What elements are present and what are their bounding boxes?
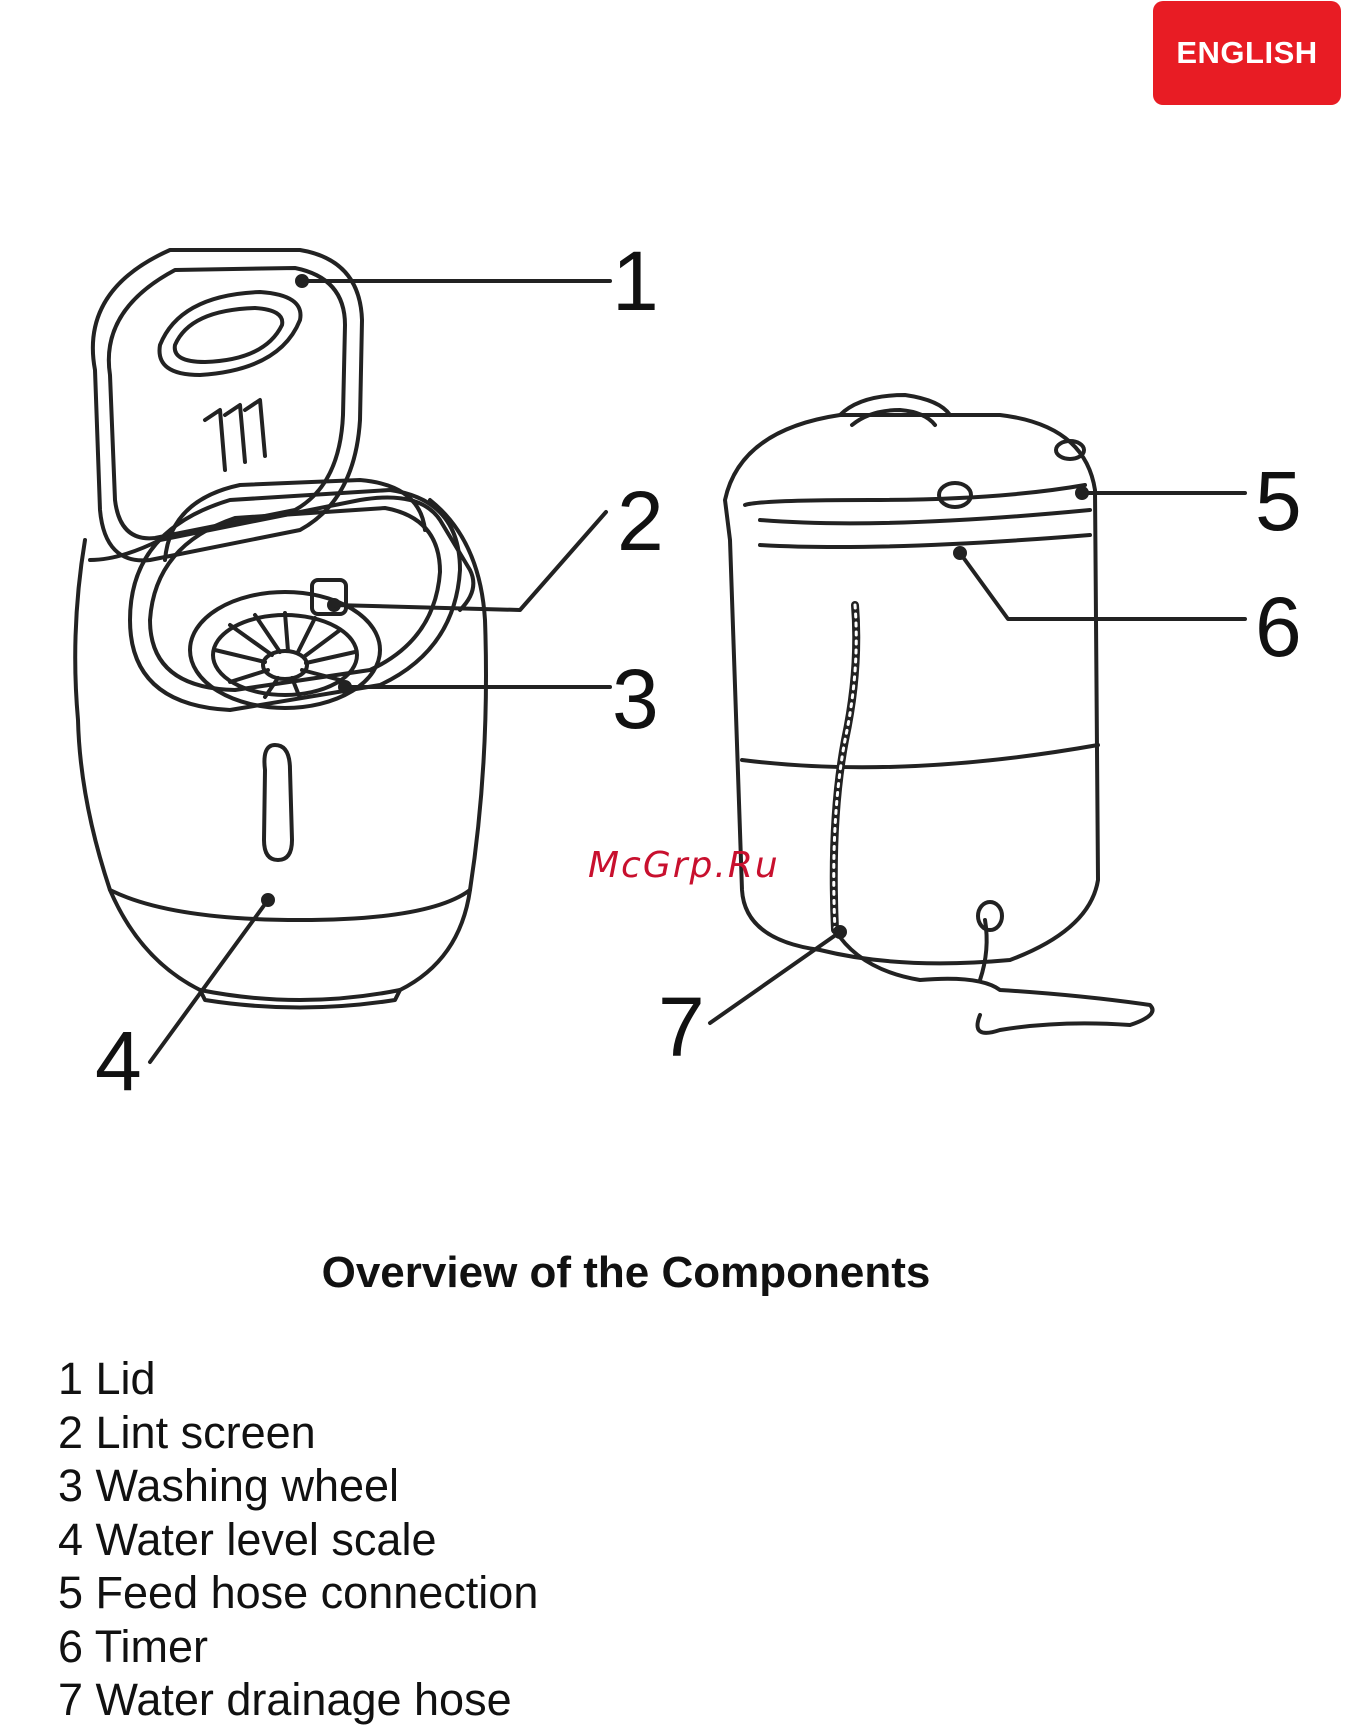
callout-7: 7: [658, 980, 705, 1074]
legend-item: 7 Water drainage hose: [58, 1673, 538, 1727]
legend-item: 4 Water level scale: [58, 1513, 538, 1567]
legend-item: 2 Lint screen: [58, 1406, 538, 1460]
callout-1: 1: [612, 234, 659, 328]
callout-4: 4: [95, 1014, 142, 1108]
legend-item: 3 Washing wheel: [58, 1459, 538, 1513]
callout-6: 6: [1255, 580, 1302, 674]
washing-machine-open-illustration: [75, 250, 486, 1008]
legend-item: 5 Feed hose connection: [58, 1566, 538, 1620]
language-badge[interactable]: ENGLISH: [1153, 1, 1341, 105]
components-figure: 1 2 3 4 5 6 7 McGrp.Ru: [0, 200, 1364, 1120]
callout-3: 3: [612, 652, 659, 746]
watermark: McGrp.Ru: [588, 845, 780, 886]
callout-2: 2: [617, 474, 664, 568]
callout-5: 5: [1255, 454, 1302, 548]
legend-item: 6 Timer: [58, 1620, 538, 1674]
components-legend: 1 Lid 2 Lint screen 3 Washing wheel 4 Wa…: [58, 1352, 538, 1727]
section-title: Overview of the Components: [0, 1248, 1252, 1298]
legend-item: 1 Lid: [58, 1352, 538, 1406]
